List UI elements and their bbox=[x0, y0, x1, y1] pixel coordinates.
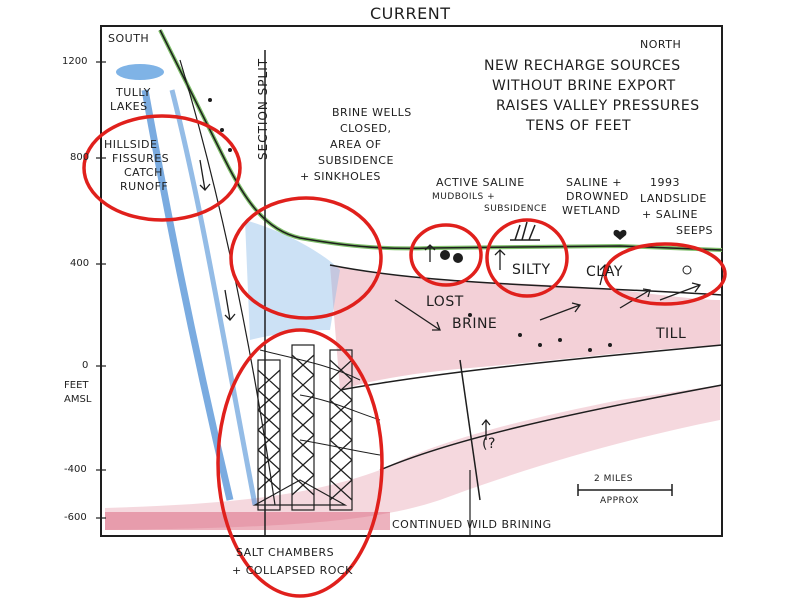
active-saline-label-1: ACTIVE SALINE bbox=[436, 176, 525, 189]
wetland-grass-icon bbox=[510, 221, 540, 241]
south-label: SOUTH bbox=[108, 32, 150, 45]
landslide-label-3: + SALINE bbox=[642, 208, 698, 221]
salt-chamber-floor bbox=[105, 512, 390, 530]
circle-seeps bbox=[603, 242, 727, 306]
landslide-label-1: 1993 bbox=[650, 176, 680, 189]
query-label: (? bbox=[482, 436, 496, 452]
axis-tick-1200: 1200 bbox=[62, 56, 88, 67]
recharge-label-3: RAISES VALLEY PRESSURES bbox=[496, 98, 700, 114]
hillside-label-2: FISSURES bbox=[112, 152, 170, 165]
axis-unit-amsl: AMSL bbox=[64, 394, 92, 405]
scale-bar bbox=[577, 484, 673, 496]
brine-wells-label-2: CLOSED, bbox=[340, 122, 392, 135]
recharge-label-4: TENS OF FEET bbox=[526, 118, 632, 134]
stipple-marks bbox=[208, 98, 692, 352]
saline-wetland-label-1: SALINE + bbox=[566, 176, 622, 189]
hillside-label-3: CATCH bbox=[124, 166, 163, 179]
landslide-label-2: LANDSLIDE bbox=[640, 192, 707, 205]
axis-tick-minus400: -400 bbox=[64, 464, 87, 475]
scale-bar-label: 2 MILES bbox=[594, 474, 633, 484]
recharge-stream-2 bbox=[169, 89, 258, 506]
hillside-label-4: RUNOFF bbox=[120, 180, 169, 193]
axis-unit-feet: FEET bbox=[64, 380, 89, 391]
circle-salt-chambers bbox=[216, 328, 384, 598]
strata-line-4 bbox=[459, 359, 481, 501]
circle-subsidence bbox=[229, 196, 383, 320]
tully-lakes-label-2: LAKES bbox=[110, 100, 148, 113]
recharge-stream-1 bbox=[141, 89, 234, 501]
till-label: TILL bbox=[656, 326, 687, 342]
heart-mark-icon bbox=[613, 229, 627, 240]
tully-lakes-water bbox=[116, 64, 164, 80]
brine-label: BRINE bbox=[452, 316, 498, 332]
tully-lakes-label-1: TULLY bbox=[116, 86, 151, 99]
salt-chambers-label-2: + COLLAPSED ROCK bbox=[232, 564, 353, 577]
hillside-label-1: HILLSIDE bbox=[104, 138, 158, 151]
strata-line-2 bbox=[339, 344, 723, 391]
saline-wetland-label-3: WETLAND bbox=[562, 204, 621, 217]
strata-line-5 bbox=[179, 59, 276, 506]
salt-chambers-label-1: SALT CHAMBERS bbox=[236, 546, 335, 559]
scale-bar-note: APPROX bbox=[600, 496, 639, 506]
strata-line-3 bbox=[379, 384, 723, 471]
axis-tick-400: 400 bbox=[70, 258, 90, 269]
active-saline-label-3: SUBSIDENCE bbox=[484, 204, 548, 214]
recharge-label-1: NEW RECHARGE SOURCES bbox=[484, 58, 681, 74]
strata-line-1 bbox=[329, 264, 723, 296]
lost-label: LOST bbox=[426, 294, 464, 310]
axis-tick-800: 800 bbox=[70, 152, 90, 163]
circle-mudboils bbox=[409, 223, 483, 287]
axis-tick-minus600: -600 bbox=[64, 512, 87, 523]
highlight-circles bbox=[82, 114, 727, 598]
recharge-label-2: WITHOUT BRINE EXPORT bbox=[492, 78, 676, 94]
clay-label: CLAY bbox=[586, 264, 623, 280]
silty-label: SILTY bbox=[512, 262, 551, 278]
brine-wells-label-4: SUBSIDENCE bbox=[318, 154, 394, 167]
section-split-label: SECTION SPLIT bbox=[256, 57, 270, 160]
brine-wells-label-5: + SINKHOLES bbox=[300, 170, 381, 183]
landslide-label-4: SEEPS bbox=[676, 224, 713, 237]
strata-line-7 bbox=[299, 394, 381, 421]
north-label: NORTH bbox=[640, 38, 682, 51]
diagram-title: CURRENT bbox=[370, 4, 451, 23]
salt-chamber-columns bbox=[252, 344, 353, 511]
strata-line-8 bbox=[299, 439, 381, 456]
axis-tick-0: 0 bbox=[82, 360, 89, 371]
circle-hillside bbox=[82, 114, 242, 222]
blue-seepage-area bbox=[245, 220, 340, 340]
continued-brining-label: CONTINUED WILD BRINING bbox=[392, 518, 552, 531]
axis-ticks bbox=[96, 61, 106, 519]
brine-wells-label-3: AREA OF bbox=[330, 138, 382, 151]
brine-wells-label-1: BRINE WELLS bbox=[332, 106, 412, 119]
circle-wetland bbox=[485, 218, 569, 298]
active-saline-label-2: MUDBOILS + bbox=[432, 192, 496, 202]
saline-wetland-label-2: DROWNED bbox=[566, 190, 629, 203]
